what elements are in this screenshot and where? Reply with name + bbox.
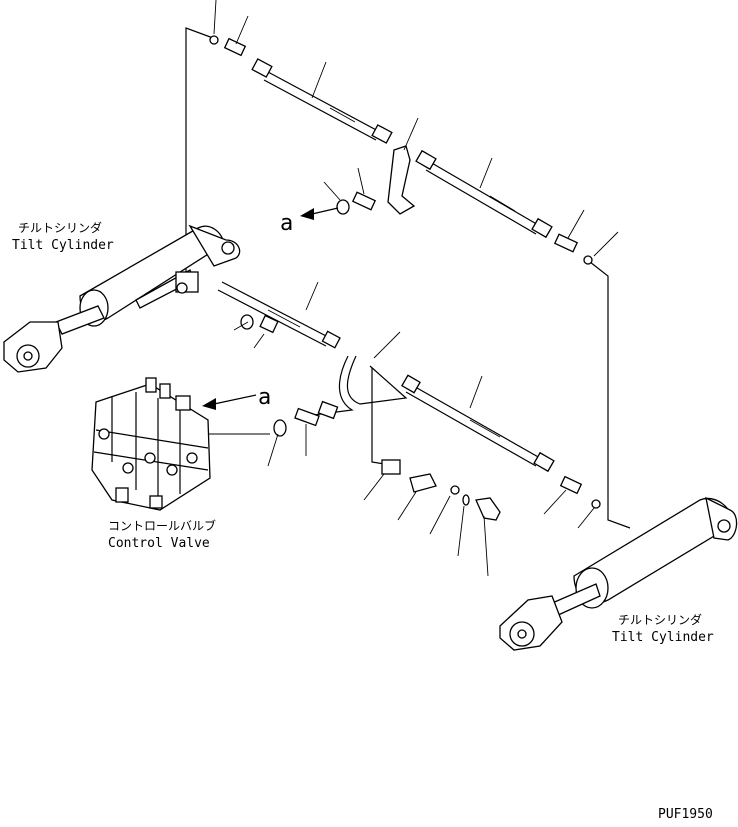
- steel-tube: [305, 355, 408, 465]
- ref-a-arrows: [202, 207, 339, 410]
- right-cylinder-label-jp: チルトシリンダ: [618, 612, 702, 627]
- ref-a-valve-label: a: [258, 385, 271, 410]
- right-tilt-cylinder: [499, 496, 738, 651]
- upper-right-hose: [415, 149, 553, 239]
- drawing-code: PUF1950: [658, 807, 713, 822]
- bracket-upper: [387, 145, 416, 215]
- left-tilt-cylinder: [3, 224, 241, 373]
- leader-lines: [208, 0, 619, 577]
- control-valve: [91, 377, 211, 511]
- fittings: [209, 35, 601, 521]
- connection-lines: [185, 27, 631, 529]
- mid-hose: [217, 281, 341, 349]
- right-cylinder-label-en: Tilt Cylinder: [612, 630, 714, 645]
- left-cylinder-label-jp: チルトシリンダ: [18, 220, 102, 235]
- upper-left-hose: [251, 58, 393, 144]
- left-cylinder-label-en: Tilt Cylinder: [12, 238, 114, 253]
- lower-hose: [401, 374, 555, 473]
- control-valve-label-jp: コントロールバルブ: [108, 518, 216, 533]
- ref-a-top-label: a: [280, 211, 293, 236]
- control-valve-label-en: Control Valve: [108, 536, 210, 551]
